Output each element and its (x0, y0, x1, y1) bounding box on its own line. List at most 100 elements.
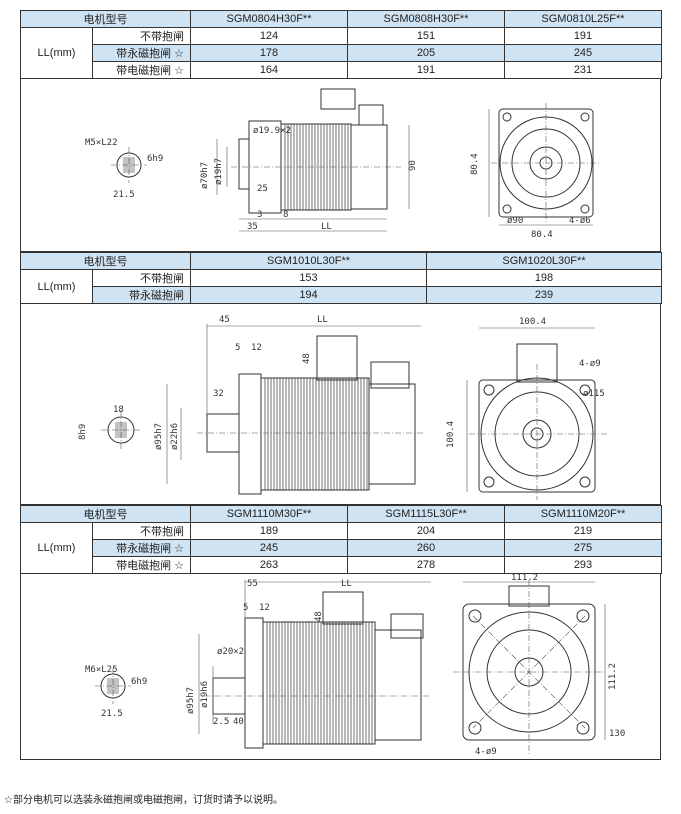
row-label: 带电磁抱闸 ☆ (92, 61, 191, 79)
model-name: SGM1020L30F** (426, 252, 662, 270)
row-label: 不带抱闸 (92, 27, 191, 45)
cell-value: 239 (426, 286, 662, 304)
table-row: LL(mm) 不带抱闸 124 151 191 (20, 27, 662, 79)
cell-value: 260 (347, 539, 505, 557)
motor-drawing-2: 18 8h9 45 LL 5 12 48 3 (20, 304, 661, 505)
dim-55: 55 (247, 579, 258, 589)
spec-table-2: 电机型号 SGM1010L30F** SGM1020L30F** LL(mm) … (20, 252, 662, 304)
dim-12: 12 (251, 343, 262, 353)
front-side-dim: 111.2 (608, 663, 618, 690)
table-row: 带永磁抱闸 ☆ 245 260 275 (21, 539, 662, 557)
dim-90: 90 (408, 160, 418, 171)
spec-table-1: 电机型号 SGM0804H30F** SGM0808H30F** SGM0810… (20, 10, 662, 79)
ll-label: LL(mm) (20, 269, 93, 304)
row-label: 带电磁抱闸 ☆ (92, 556, 191, 574)
pilot-label: ø95h7 (186, 687, 196, 714)
table-header-row: 电机型号 SGM1010L30F** SGM1020L30F** (20, 252, 662, 270)
dim-25: 25 (257, 184, 268, 194)
dim-3: 3 (257, 210, 262, 220)
row-label: 不带抱闸 (92, 269, 191, 287)
row-label: 带永磁抱闸 ☆ (92, 539, 191, 557)
shaft-section-1: M5×L22 6h9 21.5 (85, 138, 163, 200)
cell-value: 124 (190, 27, 348, 45)
table-row: 带永磁抱闸 194 239 (21, 286, 662, 304)
cell-value: 204 (347, 522, 505, 540)
motor-front-view-3: 111.2 111.2 130 4-ø9 (453, 574, 625, 757)
dim-48: 48 (314, 611, 324, 622)
dim-2-5: 2.5 (213, 717, 229, 727)
model-name: SGM1110M30F** (190, 505, 348, 523)
key-tol-label: 8h9 (78, 424, 88, 440)
front-bottom-dim: 80.4 (531, 230, 553, 240)
front-pcd: ø90 (507, 216, 523, 226)
shaft-diameter-label: ø19h7 (214, 158, 224, 185)
flange-label: ø19.9×2 (253, 126, 291, 136)
model-name: SGM1110M20F** (504, 505, 662, 523)
row-label: 带永磁抱闸 (92, 286, 191, 304)
table-row: 带电磁抱闸 ☆ 164 191 231 (21, 61, 662, 79)
model-name: SGM1115L30F** (347, 505, 505, 523)
front-holes: 4-ø6 (569, 216, 591, 226)
cell-value: 191 (504, 27, 662, 45)
cell-value: 153 (190, 269, 427, 287)
front-pcd: ø115 (583, 389, 605, 399)
table-row: LL(mm) 不带抱闸 189 204 219 (20, 522, 662, 574)
shaft-depth-label: 21.5 (101, 709, 123, 719)
dim-ll: LL (321, 222, 332, 232)
cell-value: 293 (504, 556, 662, 574)
spec-table-3: 电机型号 SGM1110M30F** SGM1115L30F** SGM1110… (20, 505, 662, 574)
dim-ll: LL (317, 315, 328, 325)
table-row: 带永磁抱闸 ☆ 178 205 245 (21, 44, 662, 62)
ll-label: LL(mm) (20, 522, 93, 574)
motor-drawing-3: M6×L25 6h9 21.5 55 LL 5 12 (20, 574, 661, 760)
cell-value: 164 (190, 61, 348, 79)
front-side-dim: 80.4 (470, 153, 480, 175)
motor-front-view-1: 80.4 80.4 ø90 4-ø6 (470, 103, 601, 240)
model-header-label: 电机型号 (20, 505, 191, 523)
cell-value: 263 (190, 556, 348, 574)
table-row: LL(mm) 不带抱闸 153 198 (20, 269, 662, 304)
cell-value: 191 (347, 61, 505, 79)
motor-drawing-1: M5×L22 6h9 21.5 ø19.9×2 ø70h7 (20, 79, 661, 252)
cell-value: 231 (504, 61, 662, 79)
front-side-dim: 100.4 (446, 421, 456, 448)
cell-value: 205 (347, 44, 505, 62)
table-header-row: 电机型号 SGM0804H30F** SGM0808H30F** SGM0810… (20, 10, 662, 28)
dim-8: 8 (283, 210, 288, 220)
model-header-label: 电机型号 (20, 252, 191, 270)
row-label: 带永磁抱闸 ☆ (92, 44, 191, 62)
dim-5: 5 (235, 343, 240, 353)
dim-35: 35 (247, 222, 258, 232)
table-header-row: 电机型号 SGM1110M30F** SGM1115L30F** SGM1110… (20, 505, 662, 523)
spec-sheet: 电机型号 SGM0804H30F** SGM0808H30F** SGM0810… (20, 10, 662, 760)
motor-side-view-3: 55 LL 5 12 48 ø20×2 ø95h7 ø19h6 2.5 40 (186, 579, 431, 749)
dim-12: 12 (259, 603, 270, 613)
cell-value: 194 (190, 286, 427, 304)
cell-value: 178 (190, 44, 348, 62)
shaft-diameter-label: ø19h6 (200, 681, 210, 708)
table-row: 带电磁抱闸 ☆ 263 278 293 (21, 556, 662, 574)
motor-side-view-1: ø19.9×2 ø70h7 ø19h7 25 3 8 35 LL 90 (200, 88, 418, 232)
cell-value: 189 (190, 522, 348, 540)
shaft-section-3: M6×L25 6h9 21.5 (85, 665, 147, 719)
shaft-diameter-label: ø22h6 (170, 423, 180, 450)
cell-value: 245 (190, 539, 348, 557)
shaft-key-label: M6×L25 (85, 665, 118, 675)
motor-side-view-2: 45 LL 5 12 48 32 ø95h7 ø22h6 (154, 315, 425, 495)
cell-value: 245 (504, 44, 662, 62)
shaft-depth-label: 21.5 (113, 190, 135, 200)
dim-ll: LL (341, 579, 352, 589)
flange-label: ø20×2 (217, 647, 244, 657)
shaft-section-2: 18 8h9 (78, 405, 141, 450)
motor-front-view-2: 100.4 4-ø9 ø115 100.4 (446, 317, 607, 500)
cell-value: 198 (426, 269, 662, 287)
front-holes: 4-ø9 (579, 359, 601, 369)
shaft-tol-label: 6h9 (131, 677, 147, 687)
pilot-label: ø70h7 (200, 162, 210, 189)
model-name: SGM0810L25F** (504, 10, 662, 28)
dim-48: 48 (302, 353, 312, 364)
shaft-tol-label: 6h9 (147, 154, 163, 164)
cell-value: 151 (347, 27, 505, 45)
front-top-dim: 111.2 (511, 574, 538, 583)
row-label: 不带抱闸 (92, 522, 191, 540)
